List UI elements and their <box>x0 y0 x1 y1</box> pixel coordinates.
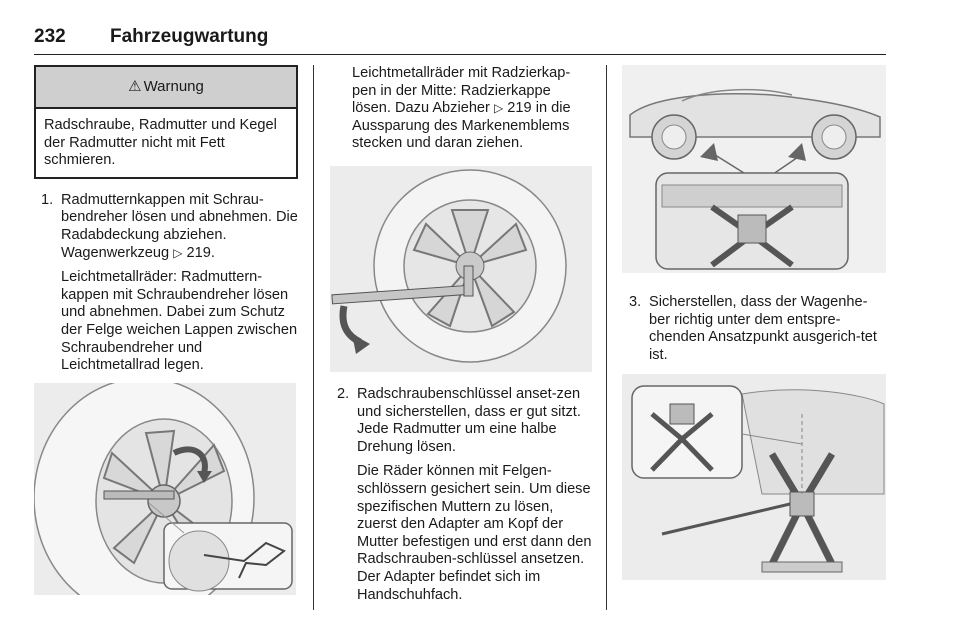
warning-triangle-icon: ⚠ <box>128 78 142 96</box>
steps-list-continued: 2. Radschraubenschlüssel anset-zen und s… <box>330 386 592 604</box>
step-2: 2. Radschraubenschlüssel anset-zen und s… <box>330 386 592 604</box>
step-text: Sicherstellen, dass der Wagenhe-ber rich… <box>649 294 877 363</box>
page-reference-arrow-icon: ▷ <box>173 245 183 260</box>
chapter-title: Fahrzeugwartung <box>110 26 269 47</box>
step-text: Radschraubenschlüssel anset-zen und sich… <box>357 385 581 455</box>
wheel-wrench-illustration <box>330 165 592 372</box>
column-2: Leichtmetallräder mit Radzierkap-pen in … <box>330 65 592 604</box>
warning-title: Warnung <box>143 78 204 96</box>
step-number: 1. <box>41 191 54 208</box>
step-text: Radmutternkappen mit Schrau-bendreher lö… <box>61 191 298 261</box>
jack-alignment-illustration <box>622 374 886 581</box>
step-extra-text: Die Räder können mit Felgen-schlössern g… <box>357 463 592 603</box>
steps-list-continued: 3. Sicherstellen, dass der Wagenhe-ber r… <box>622 294 886 364</box>
column-divider <box>313 65 314 610</box>
page-number: 232 <box>34 26 66 47</box>
warning-box: ⚠ Warnung Radschraube, Radmutter und Keg… <box>34 65 298 179</box>
steps-list: 1. Radmutternkappen mit Schrau-bendreher… <box>34 192 298 375</box>
step-number: 3. <box>629 294 642 310</box>
wheel-cap-removal-illustration <box>34 382 296 595</box>
column-divider <box>606 65 607 610</box>
page-reference[interactable]: 219 <box>507 100 532 117</box>
page-header: 232 Fahrzeugwartung <box>34 24 886 55</box>
column-3: 3. Sicherstellen, dass der Wagenhe-ber r… <box>622 65 886 581</box>
col2-intro-paragraph: Leichtmetallräder mit Radzierkap-pen in … <box>330 65 592 153</box>
warning-text: Radschraube, Radmutter und Kegel der Rad… <box>44 117 277 169</box>
step-number: 2. <box>337 385 350 402</box>
car-on-jack-illustration <box>622 65 886 273</box>
page-reference[interactable]: 219. <box>186 244 215 261</box>
warning-header: ⚠ Warnung <box>36 67 296 109</box>
intro-text: Leichtmetallräder mit Radzierkap-pen in … <box>352 65 571 117</box>
step-3: 3. Sicherstellen, dass der Wagenhe-ber r… <box>622 294 886 364</box>
column-1: ⚠ Warnung Radschraube, Radmutter und Keg… <box>34 65 298 595</box>
step-1: 1. Radmutternkappen mit Schrau-bendreher… <box>34 192 298 375</box>
page-reference-arrow-icon: ▷ <box>493 101 504 116</box>
intro-text: in die Aussparung des Markenemblems stec… <box>352 100 571 152</box>
step-extra-text: Leichtmetallräder: Radmuttern-kappen mit… <box>61 269 298 374</box>
